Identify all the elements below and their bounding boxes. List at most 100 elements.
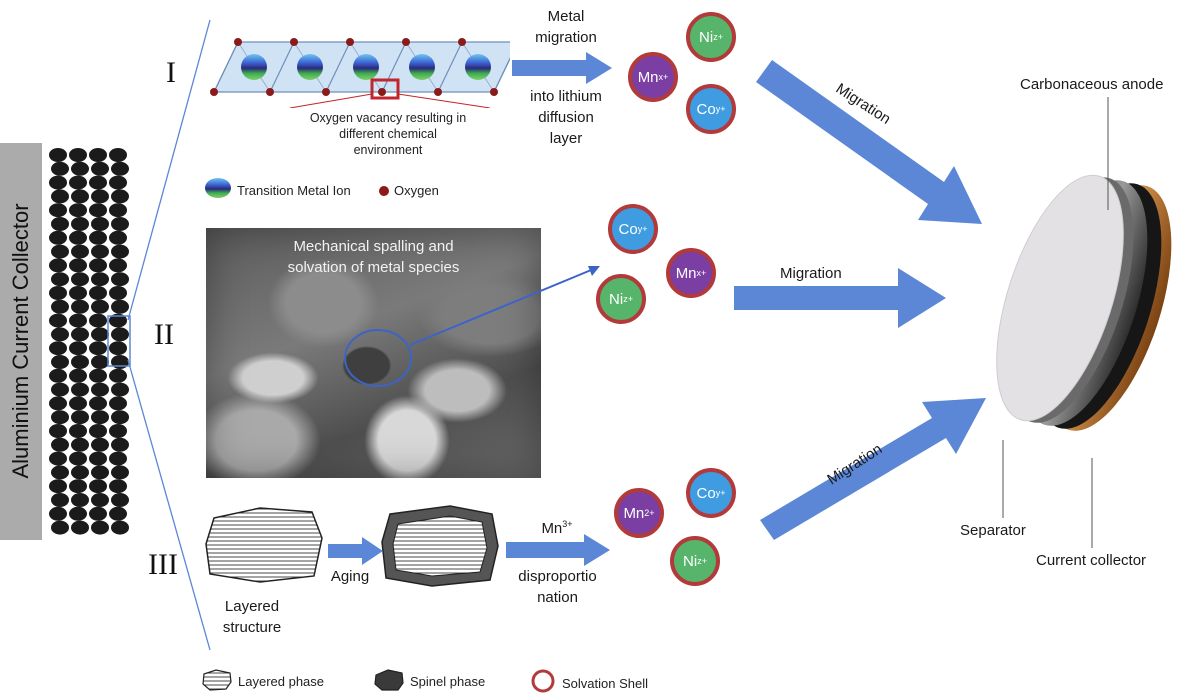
current-collector-label: Current collector (1036, 552, 1147, 569)
cathode-particle (49, 341, 67, 356)
cathode-particle (71, 299, 89, 314)
spalling-pointer-head (588, 266, 600, 276)
cathode-particle (111, 217, 129, 231)
oxygen-atom (434, 88, 442, 96)
metal-migration-arrow (512, 52, 612, 84)
cathode-particle (51, 465, 69, 480)
cathode-particle (109, 148, 127, 162)
cathode-particle (111, 189, 129, 204)
transition-metal-ion (353, 54, 379, 80)
lattice-edge (381, 41, 407, 93)
cathode-particle (69, 396, 87, 411)
cathode-particle (51, 437, 69, 452)
migration-label-middle: Migration (780, 265, 842, 282)
cathode-particle (69, 313, 87, 328)
cathode-particle (89, 451, 107, 466)
cathode-particle (51, 355, 69, 369)
vacancy-line-left (289, 93, 373, 108)
lattice-edge (493, 57, 510, 93)
legend-transition-metal: Transition Metal Ion (237, 183, 351, 198)
cathode-particle (69, 286, 87, 300)
transition-metal-ion (297, 54, 323, 80)
cathode-particles (49, 148, 131, 535)
cathode-particle (69, 203, 87, 218)
cathode-particle (69, 479, 87, 494)
sem-caption: Mechanical spalling and solvation of met… (287, 238, 460, 276)
oxygen-atom (266, 88, 274, 96)
cathode-particle (109, 258, 127, 273)
cathode-particle (109, 286, 127, 300)
crystal-lattice (210, 38, 510, 108)
legend-layered-phase: Layered phase (238, 674, 325, 689)
mechanism-two-numeral: II (154, 318, 174, 351)
layered-phase-icon (202, 669, 232, 691)
cathode-particle (109, 479, 127, 494)
transition-metal-ion (241, 54, 267, 80)
cathode-particle (51, 520, 69, 535)
lattice-edge (269, 41, 295, 93)
zoom-line-bottom (127, 359, 211, 651)
cathode-particle (111, 465, 129, 480)
cathode-particle (49, 258, 67, 273)
zoom-line-top (127, 19, 211, 321)
oxygen-atom (234, 38, 242, 46)
zoom-box (107, 315, 131, 367)
current-collector-bar: Aluminium Current Collector (0, 143, 42, 540)
mn3-label: Mn3+ (541, 519, 573, 537)
cathode-particle (69, 230, 87, 245)
aging-arrow (328, 537, 383, 565)
carbonaceous-anode-label: Carbonaceous anode (1020, 76, 1164, 93)
cathode-particle (49, 203, 67, 218)
cathode-particle (49, 506, 67, 521)
cathode-particle (91, 437, 109, 452)
cathode-particle (89, 424, 107, 438)
cathode-particle (91, 382, 109, 397)
cathode-particle (91, 217, 109, 231)
cathode-particle (51, 327, 69, 342)
lattice-edge (325, 41, 351, 93)
migration-arrow-middle (734, 268, 946, 328)
cathode-particle (51, 299, 69, 314)
oxygen-vacancy-marker (370, 78, 400, 100)
layered-particle (205, 507, 323, 583)
cathode-particle (71, 244, 89, 259)
cathode-particle (51, 410, 69, 425)
cathode-particle (89, 368, 107, 383)
cathode-particle (71, 520, 89, 535)
cathode-particle (91, 272, 109, 287)
cathode-particle (69, 258, 87, 273)
cathode-particle (69, 424, 87, 438)
cathode-particle (91, 355, 109, 369)
cathode-particle (109, 230, 127, 245)
cathode-particle (91, 410, 109, 425)
spalling-pointer (409, 267, 597, 346)
lattice-cells (210, 38, 510, 96)
solvation-shell-icon (531, 669, 555, 693)
cathode-particle (89, 341, 107, 356)
cathode-particle (109, 368, 127, 383)
cathode-particle (71, 161, 89, 176)
legend-solvation-shell: Solvation Shell (562, 676, 648, 691)
cathode-particle (71, 493, 89, 507)
cathode-particle (91, 299, 109, 314)
cathode-particle (49, 424, 67, 438)
cathode-particle (91, 189, 109, 204)
transition-metal-ion-icon (205, 178, 231, 198)
disproportionation-arrow (506, 534, 610, 566)
cathode-particle (71, 355, 89, 369)
cathode-particle (69, 506, 87, 521)
cathode-particle (109, 203, 127, 218)
cathode-particle (89, 313, 107, 328)
cathode-particle (69, 451, 87, 466)
disproportionation-caption: disproportio nation (518, 568, 597, 606)
cathode-particle (111, 299, 129, 314)
oxygen-atom (210, 88, 218, 96)
mechanism-three-numeral: III (148, 548, 178, 581)
